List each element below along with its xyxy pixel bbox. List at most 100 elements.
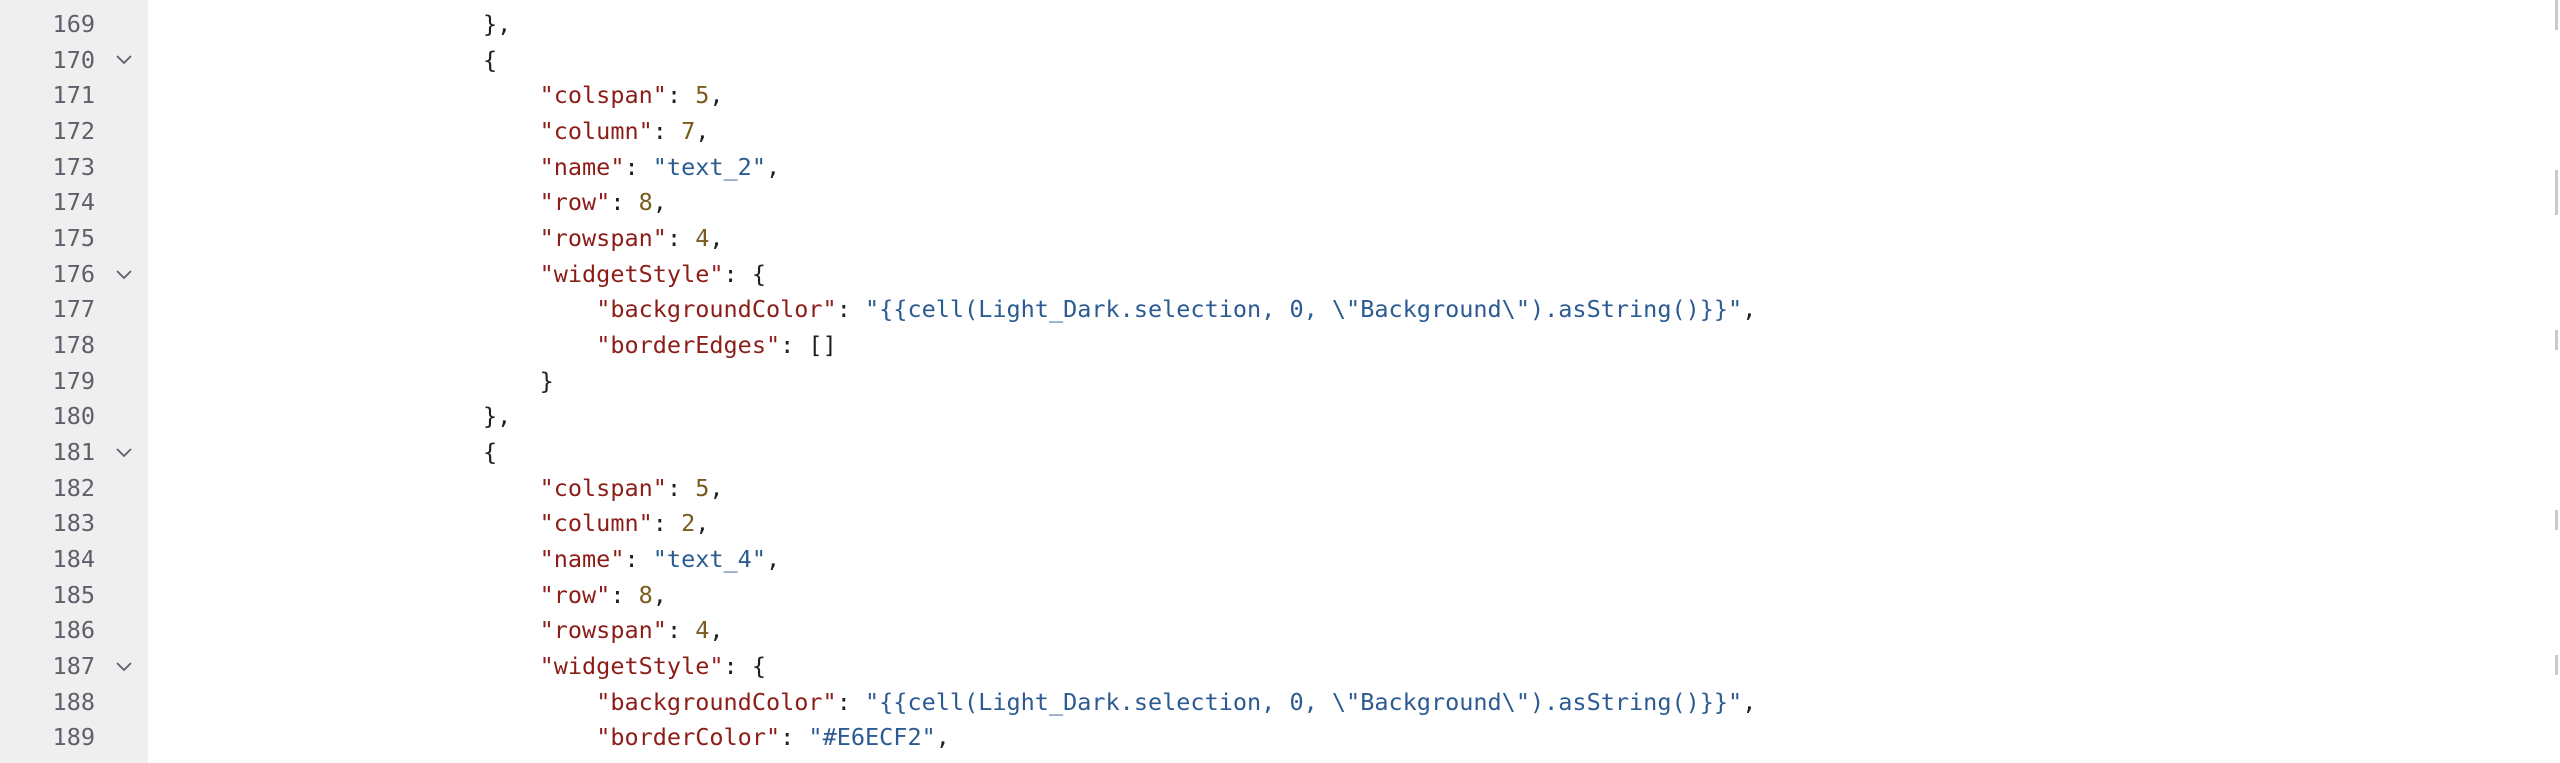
line-number: 184	[52, 545, 95, 574]
json-key: "backgroundColor"	[596, 295, 837, 324]
json-key: "widgetStyle"	[539, 652, 724, 681]
json-punctuation: ,	[695, 117, 710, 145]
json-punctuation: ,	[709, 473, 724, 502]
json-string-value: "#E6ECF2"	[808, 723, 936, 752]
json-key: "colspan"	[539, 473, 667, 502]
line-number: 169	[52, 10, 95, 38]
code-line[interactable]: 176 "widgetStyle": {	[0, 257, 2540, 293]
json-number-value: 4	[695, 616, 710, 645]
chevron-down-icon[interactable]	[112, 257, 136, 293]
json-punctuation: : {	[723, 259, 766, 288]
json-punctuation: },	[483, 402, 512, 431]
json-string-value: "text_4"	[652, 545, 766, 574]
json-key: "rowspan"	[539, 224, 667, 253]
json-punctuation: ,	[652, 580, 667, 609]
json-punctuation: :	[652, 509, 682, 538]
json-punctuation: {	[483, 438, 498, 467]
line-number: 173	[52, 152, 95, 181]
code-line[interactable]: 173 "name": "text_2",	[0, 150, 2540, 186]
code-text: "widgetStyle": {	[540, 649, 766, 685]
json-punctuation: :	[610, 188, 639, 217]
chevron-down-icon[interactable]	[112, 649, 136, 685]
line-number: 176	[52, 259, 95, 288]
code-line[interactable]: 177"backgroundColor": "{{cell(Light_Dark…	[0, 292, 2540, 328]
json-key: "column"	[539, 117, 653, 145]
code-line[interactable]: 188 "backgroundColor": "{{cell(Light_Dark…	[0, 685, 2540, 721]
code-text: "widgetStyle": {	[540, 257, 766, 293]
code-text: }	[540, 364, 554, 400]
json-key: "rowspan"	[539, 616, 667, 645]
json-punctuation: ,	[709, 616, 724, 645]
code-line[interactable]: 181{	[0, 435, 2540, 471]
code-text: "borderEdges": []	[596, 328, 837, 364]
json-key: "backgroundColor"	[596, 687, 837, 716]
line-number: 178	[52, 331, 95, 360]
scrollbar-thumb[interactable]	[2555, 170, 2558, 215]
json-punctuation: ,	[652, 188, 667, 217]
code-line[interactable]: 172 "column": 7,	[0, 114, 2540, 150]
code-line[interactable]: 170 {	[0, 43, 2540, 79]
code-text: "column": 2,	[540, 506, 710, 542]
scrollbar-marker	[2555, 0, 2558, 30]
line-number: 179	[52, 366, 95, 395]
json-punctuation: ,	[695, 509, 710, 538]
json-punctuation: :	[836, 687, 866, 716]
code-text: "name": "text_2",	[540, 150, 781, 186]
code-line[interactable]: 185 "row": 8,	[0, 578, 2540, 614]
json-key: "column"	[539, 509, 653, 538]
json-punctuation: : {	[723, 652, 766, 681]
scrollbar-marker	[2555, 655, 2558, 675]
line-number: 170	[52, 45, 95, 74]
json-punctuation: ,	[1742, 295, 1757, 324]
code-text: {	[483, 43, 497, 79]
code-line[interactable]: 186"rowspan": 4,	[0, 613, 2540, 649]
line-number: 172	[52, 117, 95, 145]
code-line[interactable]: 178 "borderEdges": []	[0, 328, 2540, 364]
code-text: "rowspan": 4,	[540, 613, 724, 649]
code-line[interactable]: 174"row": 8,	[0, 185, 2540, 221]
code-line[interactable]: 184 "name": "text_4",	[0, 542, 2540, 578]
code-line[interactable]: 169},	[0, 7, 2540, 43]
code-line[interactable]: 179}	[0, 364, 2540, 400]
json-punctuation: ,	[765, 545, 781, 574]
line-number: 188	[52, 687, 95, 716]
code-text: },	[483, 7, 511, 43]
json-punctuation: :	[780, 723, 809, 752]
vertical-scrollbar[interactable]	[2550, 0, 2560, 763]
chevron-down-icon[interactable]	[112, 43, 136, 79]
code-text: "column": 7,	[540, 114, 710, 150]
code-line[interactable]: 187"widgetStyle": {	[0, 649, 2540, 685]
code-text: "row": 8,	[540, 578, 667, 614]
code-line[interactable]: 175 "rowspan": 4,	[0, 221, 2540, 257]
code-line[interactable]: 183"column": 2,	[0, 506, 2540, 542]
json-number-value: 8	[638, 188, 653, 217]
code-text: },	[483, 399, 511, 435]
code-text: "backgroundColor": "{{cell(Light_Dark.se…	[596, 685, 1756, 721]
code-text: "rowspan": 4,	[540, 221, 724, 257]
line-number: 185	[52, 580, 95, 609]
json-key: "borderColor"	[596, 723, 781, 752]
code-line[interactable]: 189"borderColor": "#E6ECF2",	[0, 720, 2540, 756]
code-text: "name": "text_4",	[540, 542, 781, 578]
json-number-value: 7	[681, 117, 696, 145]
json-punctuation: {	[483, 45, 498, 74]
line-number: 175	[52, 224, 95, 253]
json-punctuation: :	[666, 81, 696, 110]
code-text: "borderColor": "#E6ECF2",	[596, 720, 950, 756]
chevron-down-icon[interactable]	[112, 435, 136, 471]
json-punctuation: ,	[935, 723, 950, 752]
line-number: 171	[52, 81, 95, 110]
code-line[interactable]: 180},	[0, 399, 2540, 435]
json-key: "name"	[539, 545, 625, 574]
json-punctuation: }	[539, 366, 554, 395]
json-punctuation: ,	[1742, 687, 1757, 716]
code-line[interactable]: 171"colspan": 5,	[0, 78, 2540, 114]
json-key: "widgetStyle"	[539, 259, 724, 288]
json-punctuation: : []	[780, 331, 837, 360]
code-line[interactable]: 182"colspan": 5,	[0, 471, 2540, 507]
line-number: 182	[52, 473, 95, 502]
json-number-value: 5	[695, 473, 710, 502]
json-punctuation: :	[652, 117, 682, 145]
json-string-value: "{{cell(Light_Dark.selection, 0, \"Backg…	[865, 295, 1743, 324]
line-number-gutter	[0, 0, 148, 763]
